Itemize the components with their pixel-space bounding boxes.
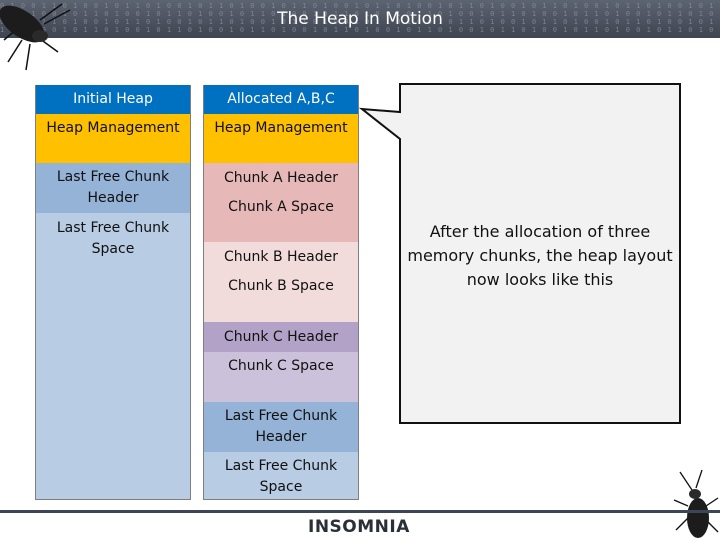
chunk-b-header: Chunk B Header (203, 242, 359, 272)
chunk-a-space: Chunk A Space (203, 193, 359, 242)
callout-text: After the allocation of three memory chu… (407, 222, 673, 289)
banner-binary-pattern: 0 1 0 0 1 1 0 1 0 0 1 0 1 1 0 1 0 0 1 0 … (0, 2, 720, 34)
callout-box (358, 83, 681, 424)
cockroach-icon (673, 470, 719, 538)
insomnia-logo: INSOMNIA (308, 517, 410, 537)
allocated-heading: Allocated A,B,C (203, 85, 359, 114)
allocated-heap-management: Heap Management (203, 114, 359, 163)
chunk-a-header: Chunk A Header (203, 163, 359, 193)
initial-heap-management: Heap Management (35, 114, 191, 163)
initial-free-chunk-header: Last Free Chunk Header (35, 163, 191, 213)
chunk-c-header: Chunk C Header (203, 322, 359, 352)
title-banner: 0 1 0 0 1 1 0 1 0 0 1 0 1 1 0 1 0 0 1 0 … (0, 0, 720, 38)
footer-divider (0, 510, 720, 513)
cockroach-icon (0, 3, 71, 71)
chunk-c-space: Chunk C Space (203, 352, 359, 402)
initial-free-chunk-space: Last Free Chunk Space (35, 213, 191, 500)
chunk-b-space: Chunk B Space (203, 272, 359, 322)
slide-title: The Heap In Motion (277, 9, 443, 29)
initial-heap-heading: Initial Heap (35, 85, 191, 114)
allocated-free-chunk-header: Last Free Chunk Header (203, 402, 359, 452)
allocated-free-chunk-space: Last Free Chunk Space (203, 452, 359, 500)
